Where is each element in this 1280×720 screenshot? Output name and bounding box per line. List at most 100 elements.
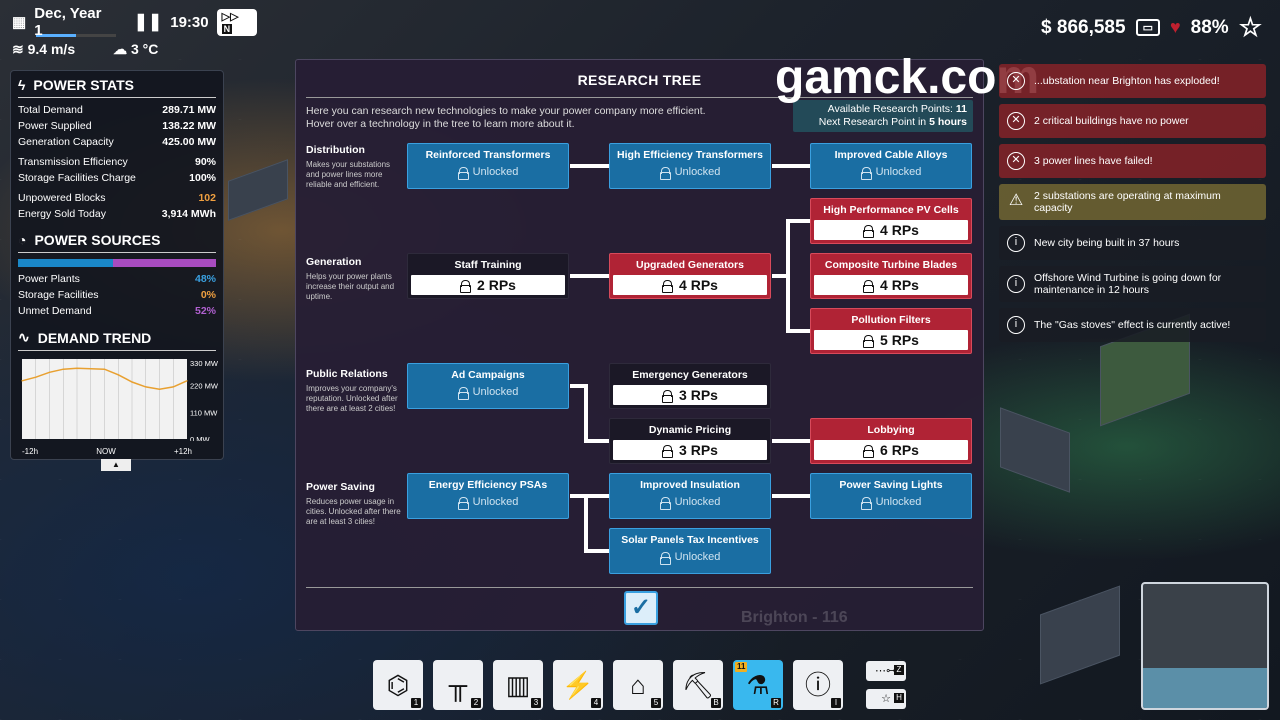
network-button[interactable]: ⋯⊶Z (866, 661, 906, 681)
confirm-checkmark-button[interactable]: ✓ (624, 591, 658, 625)
node-name: Upgraded Generators (636, 259, 744, 271)
tree-connector (772, 494, 812, 498)
tree-connector (584, 384, 588, 442)
power-pole-tool-button[interactable]: ╥2 (433, 660, 483, 710)
notification[interactable]: ✕3 power lines have failed! (999, 144, 1266, 178)
stat-value: 90% (194, 156, 216, 168)
stat-value: 52% (194, 305, 216, 317)
notification[interactable]: ⚠2 substations are operating at maximum … (999, 184, 1266, 220)
microscope-icon: ⚗ (746, 670, 770, 700)
node-improved-cable-alloys[interactable]: Improved Cable Alloys Unlocked (810, 143, 972, 189)
node-ad-campaigns[interactable]: Ad Campaigns Unlocked (407, 363, 569, 409)
node-power-saving-lights[interactable]: Power Saving Lights Unlocked (810, 473, 972, 519)
node-emergency-generators[interactable]: Emergency Generators 3 RPs (609, 363, 771, 409)
node-improved-insulation[interactable]: Improved Insulation Unlocked (609, 473, 771, 519)
stat-label: Storage Facilities Charge (18, 172, 136, 184)
category-name: Power Saving (306, 481, 375, 493)
node-turbine-blades[interactable]: Composite Turbine Blades 4 RPs (810, 253, 972, 299)
transmission-tower-tool-button[interactable]: ⌬1 (373, 660, 423, 710)
minimap[interactable] (1141, 582, 1269, 710)
x-tick-label: +12h (173, 447, 192, 456)
node-solar-tax-incentives[interactable]: Solar Panels Tax Incentives Unlocked (609, 528, 771, 574)
divider (306, 587, 973, 588)
node-staff-training[interactable]: Staff Training 2 RPs (407, 253, 569, 299)
node-status: Unlocked (875, 166, 922, 178)
stat-label: Unmet Demand (18, 305, 92, 317)
node-dynamic-pricing[interactable]: Dynamic Pricing 3 RPs (609, 418, 771, 464)
key-hint: 2 (471, 698, 481, 708)
next-rp-value: 5 hours (929, 116, 967, 128)
lock-icon (457, 167, 469, 180)
category-name: Public Relations (306, 368, 388, 380)
key-hint: H (894, 693, 904, 703)
node-upgraded-generators[interactable]: Upgraded Generators 4 RPs (609, 253, 771, 299)
factory-tool-button[interactable]: ⌂5 (613, 660, 663, 710)
lock-icon (863, 225, 875, 238)
calendar-icon: ▦ (12, 14, 27, 31)
y-tick-label: 110 MW (190, 408, 218, 417)
stat-value: 0% (200, 289, 216, 301)
node-reinforced-transformers[interactable]: Reinforced Transformers Unlocked (407, 143, 569, 189)
tree-connector (570, 384, 588, 388)
stat-row: Storage Facilities Charge 100% (18, 172, 216, 188)
node-lobbying[interactable]: Lobbying 6 RPs (810, 418, 972, 464)
research-points-box: Available Research Points: 11 Next Resea… (793, 100, 973, 132)
cash-icon[interactable]: ▭ (1135, 19, 1160, 36)
lock-icon (863, 280, 875, 293)
favorites-button[interactable]: ☆H (866, 689, 906, 709)
node-energy-efficiency-psas[interactable]: Energy Efficiency PSAs Unlocked (407, 473, 569, 519)
star-icon[interactable]: ☆ (1238, 12, 1262, 42)
node-pv-cells[interactable]: High Performance PV Cells 4 RPs (810, 198, 972, 244)
info-icon: i (1007, 275, 1025, 293)
data-point (21, 380, 23, 382)
data-point (158, 388, 161, 390)
node-high-efficiency-transformers[interactable]: High Efficiency Transformers Unlocked (609, 143, 771, 189)
node-name: High Performance PV Cells (823, 204, 959, 216)
node-pollution-filters[interactable]: Pollution Filters 5 RPs (810, 308, 972, 354)
pause-icon[interactable]: ❚❚ (133, 12, 163, 31)
notification[interactable]: ✕2 critical buildings have no power (999, 104, 1266, 138)
info-icon: i (1007, 234, 1025, 252)
node-cost: 6 RPs (880, 442, 919, 458)
money-display: $ 866,585 ▭ ♥ 88% ☆ (1041, 12, 1262, 43)
node-name: Improved Cable Alloys (834, 149, 948, 161)
substation-tool-button[interactable]: ▥3 (493, 660, 543, 710)
collapse-stats-button[interactable]: ▲ (101, 459, 131, 471)
lock-icon (662, 445, 674, 458)
bulldozer-tool-button[interactable]: ⛏B (673, 660, 723, 710)
lock-icon (662, 390, 674, 403)
node-name: Composite Turbine Blades (824, 259, 958, 271)
notification[interactable]: ✕...ubstation near Brighton has exploded… (999, 64, 1266, 98)
money-value: $ 866,585 (1041, 16, 1126, 38)
tree-connector (584, 549, 610, 553)
wind-icon: ≋ (12, 41, 24, 57)
trend-icon: ∿ (18, 329, 30, 345)
tree-connector (570, 494, 610, 498)
stat-value: 100% (189, 172, 216, 184)
tree-connector (772, 164, 812, 168)
notification-text: 3 power lines have failed! (1034, 155, 1153, 167)
battery-tool-button[interactable]: ⚡4 (553, 660, 603, 710)
data-point (76, 367, 78, 369)
data-point (117, 374, 119, 376)
tree-connector (786, 220, 790, 332)
key-hint: R (771, 698, 781, 708)
temp-label: 3 °C (131, 41, 159, 57)
watermark: gamck.com (775, 51, 1040, 104)
fast-forward-button[interactable]: ▷▷ N (216, 8, 257, 36)
weather-icon: ☁ (113, 41, 128, 57)
stat-value: 102 (198, 192, 216, 204)
time-weather-panel: ▦ Dec, Year 1 ❚❚ 19:30 ▷▷ N ≋ 9.4 m/s ☁ … (12, 5, 257, 58)
node-name: Energy Efficiency PSAs (428, 479, 548, 491)
star-outline-icon: ☆ (881, 693, 891, 705)
